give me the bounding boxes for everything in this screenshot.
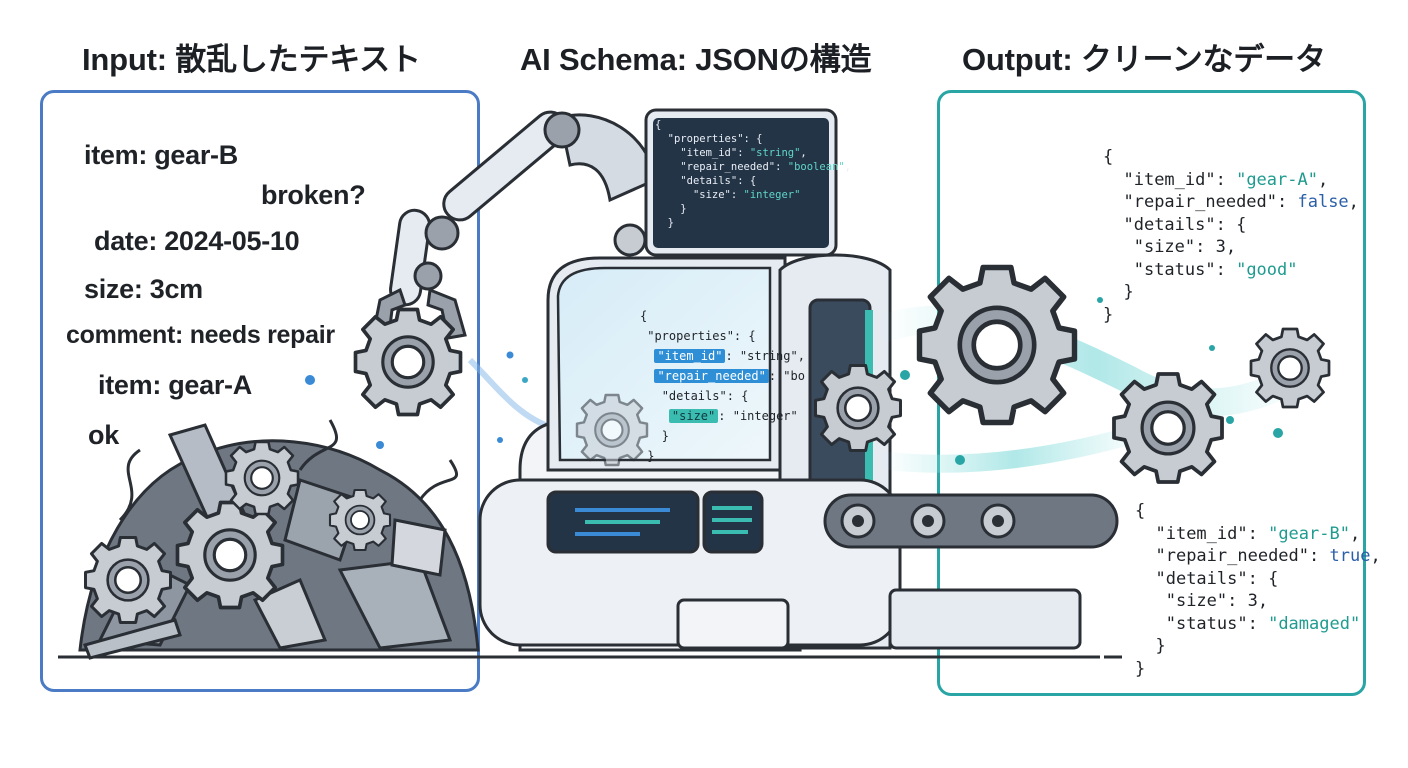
gear-icon [1249,327,1331,409]
input-panel-frame [40,90,480,692]
input-text-line: ok [88,420,119,450]
gear-icon [353,307,463,417]
scrap-pile-icon [78,419,480,660]
schema-screen-code: { "properties": { "item_id": "string", "… [655,119,851,229]
schema-glass-code: { "properties": { "item_id": "string", "… [640,309,805,463]
schema-title: AI Schema: JSONの構造 [520,42,872,77]
input-text-line: broken? [261,180,366,210]
output-json-gear-b: { "item_id": "gear-B", "repair_needed": … [1135,501,1381,679]
input-text-line: comment: needs repair [66,321,335,349]
output-json-gear-a: { "item_id": "gear-A", "repair_needed": … [1103,147,1359,325]
input-title: Input: 散乱したテキスト [82,42,421,77]
conveyor-belt-icon [823,493,1119,549]
input-text-line: item: gear-B [84,140,238,170]
gear-icon [920,268,1075,423]
output-title: Output: クリーンなデータ [962,42,1326,77]
monitor-screen [653,118,829,248]
input-text-line: item: gear-A [98,370,252,400]
input-text-line: date: 2024-05-10 [94,226,300,256]
gear-icon [1112,372,1224,484]
input-text-line: size: 3cm [84,274,203,304]
